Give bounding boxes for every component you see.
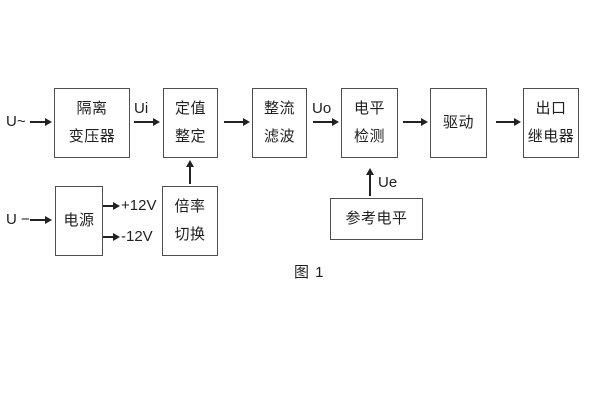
block-isolation-transformer-line2: 变压器 (68, 128, 116, 145)
block-rectifier-filter-line1: 整流 (263, 100, 295, 117)
block-output-relay: 出口 继电器 (523, 88, 579, 158)
block-rectifier-filter: 整流 滤波 (252, 88, 307, 158)
block-reference-level: 参考电平 (330, 198, 423, 240)
block-output-relay-line2: 继电器 (527, 128, 575, 145)
block-ratio-switch-line2: 切换 (174, 226, 206, 243)
arrow-rectifier-filter-to-level-detection (313, 118, 339, 126)
block-output-relay-line1: 出口 (535, 100, 567, 117)
arrow-ac-input-to-isolation-transformer (30, 118, 52, 126)
label-ui: Ui (134, 100, 149, 117)
label-plus-12v: +12V (121, 197, 157, 214)
arrow-ratio-switch-to-value-setting (186, 160, 194, 184)
block-level-detection: 电平 检测 (341, 88, 398, 158)
block-value-setting: 定值 整定 (163, 88, 218, 158)
label-ue: Ue (378, 174, 398, 191)
label-uo: Uo (312, 100, 332, 117)
block-power-supply-line1: 电源 (63, 212, 95, 229)
block-ratio-switch-line1: 倍率 (174, 198, 206, 215)
block-value-setting-line2: 整定 (174, 128, 206, 145)
block-ratio-switch: 倍率 切换 (162, 186, 218, 256)
figure-caption: 图 1 (294, 264, 325, 281)
arrow-value-setting-to-rectifier-filter (224, 118, 250, 126)
arrow-isolation-transformer-to-value-setting (134, 118, 160, 126)
label-ac-input: U~ (6, 113, 26, 130)
block-drive-line1: 驱动 (442, 114, 474, 131)
label-minus-12v: -12V (121, 228, 153, 245)
block-drive: 驱动 (430, 88, 487, 158)
block-reference-level-line1: 参考电平 (345, 210, 408, 227)
block-isolation-transformer-line1: 隔离 (76, 100, 108, 117)
block-isolation-transformer: 隔离 变压器 (54, 88, 130, 158)
label-dc-input: U − (6, 211, 30, 228)
block-level-detection-line1: 电平 (353, 100, 385, 117)
block-value-setting-line1: 定值 (174, 100, 206, 117)
block-power-supply: 电源 (55, 186, 103, 256)
arrow-dc-input-to-power-supply (30, 216, 52, 224)
arrow-power-supply-minus-12v (103, 233, 120, 241)
arrow-level-detection-to-drive (403, 118, 428, 126)
block-level-detection-line2: 检测 (353, 128, 385, 145)
arrow-drive-to-output-relay (496, 118, 521, 126)
arrow-power-supply-plus-12v (103, 202, 120, 210)
block-rectifier-filter-line2: 滤波 (263, 128, 295, 145)
arrow-reference-level-to-level-detection (366, 168, 374, 196)
